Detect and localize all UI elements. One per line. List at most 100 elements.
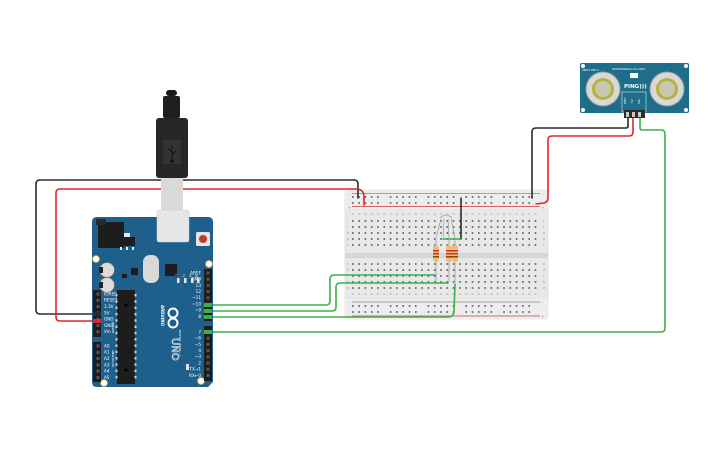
rail-hole[interactable] [433, 305, 436, 307]
header-pin[interactable] [206, 277, 210, 281]
terminal-hole[interactable] [452, 263, 455, 265]
rail-hole[interactable] [465, 305, 467, 307]
terminal-hole[interactable] [358, 263, 360, 265]
terminal-hole[interactable] [515, 244, 518, 246]
rail-hole[interactable] [503, 305, 505, 307]
rail-hole[interactable] [352, 311, 354, 313]
terminal-hole[interactable] [509, 269, 512, 271]
terminal-hole[interactable] [352, 281, 354, 283]
terminal-hole[interactable] [509, 232, 512, 234]
terminal-hole[interactable] [433, 281, 436, 283]
terminal-hole[interactable] [352, 226, 354, 228]
terminal-hole[interactable] [528, 238, 530, 240]
terminal-hole[interactable] [534, 226, 537, 228]
rail-hole[interactable] [522, 311, 524, 313]
terminal-hole[interactable] [503, 281, 505, 283]
terminal-hole[interactable] [370, 226, 373, 228]
header-pin[interactable] [96, 344, 100, 348]
terminal-hole[interactable] [402, 232, 404, 234]
ping-pin-5v[interactable] [632, 112, 635, 117]
terminal-hole[interactable] [383, 287, 386, 289]
terminal-hole[interactable] [446, 232, 449, 234]
terminal-hole[interactable] [402, 281, 404, 283]
terminal-hole[interactable] [421, 281, 423, 283]
terminal-hole[interactable] [490, 226, 493, 228]
terminal-hole[interactable] [415, 263, 417, 265]
terminal-hole[interactable] [421, 244, 423, 246]
terminal-hole[interactable] [478, 226, 480, 228]
rail-hole[interactable] [377, 311, 379, 313]
terminal-hole[interactable] [383, 220, 386, 222]
rail-hole[interactable] [509, 196, 512, 198]
rail-hole[interactable] [396, 305, 398, 307]
rail-hole[interactable] [415, 305, 417, 307]
rail-hole[interactable] [433, 202, 436, 204]
rail-hole[interactable] [396, 202, 398, 204]
rail-hole[interactable] [484, 202, 486, 204]
terminal-hole[interactable] [490, 287, 493, 289]
terminal-hole[interactable] [377, 238, 379, 240]
terminal-hole[interactable] [515, 269, 518, 271]
terminal-hole[interactable] [370, 287, 373, 289]
terminal-hole[interactable] [364, 275, 367, 277]
rail-hole[interactable] [471, 202, 474, 204]
terminal-hole[interactable] [528, 269, 530, 271]
header-pin[interactable] [206, 336, 210, 340]
terminal-hole[interactable] [352, 275, 354, 277]
terminal-hole[interactable] [364, 281, 367, 283]
terminal-hole[interactable] [528, 232, 530, 234]
rail-hole[interactable] [509, 202, 512, 204]
terminal-hole[interactable] [440, 263, 442, 265]
rail-hole[interactable] [471, 196, 474, 198]
rgb-led[interactable] [435, 214, 456, 239]
terminal-hole[interactable] [452, 269, 455, 271]
rail-hole[interactable] [427, 196, 430, 198]
terminal-hole[interactable] [396, 232, 398, 234]
wire-led-red[interactable] [207, 274, 436, 306]
rail-hole[interactable] [402, 202, 404, 204]
terminal-hole[interactable] [440, 238, 442, 240]
rail-hole[interactable] [415, 202, 417, 204]
terminal-hole[interactable] [352, 263, 354, 265]
terminal-hole[interactable] [370, 281, 373, 283]
header-pin[interactable] [206, 271, 210, 275]
terminal-hole[interactable] [440, 269, 442, 271]
terminal-hole[interactable] [503, 287, 505, 289]
header-pin[interactable] [96, 357, 100, 361]
terminal-hole[interactable] [465, 263, 467, 265]
wire-gnd-arduino-to-rail[interactable] [35, 179, 359, 315]
terminal-hole[interactable] [509, 244, 512, 246]
terminal-hole[interactable] [389, 232, 392, 234]
terminal-hole[interactable] [433, 226, 436, 228]
terminal-hole[interactable] [408, 232, 411, 234]
terminal-hole[interactable] [358, 287, 360, 289]
terminal-hole[interactable] [383, 263, 386, 265]
terminal-hole[interactable] [471, 220, 474, 222]
terminal-hole[interactable] [370, 244, 373, 246]
terminal-hole[interactable] [389, 263, 392, 265]
terminal-hole[interactable] [415, 232, 417, 234]
terminal-hole[interactable] [515, 238, 518, 240]
terminal-hole[interactable] [478, 269, 480, 271]
rail-hole[interactable] [465, 202, 467, 204]
terminal-hole[interactable] [471, 263, 474, 265]
terminal-hole[interactable] [484, 232, 486, 234]
terminal-hole[interactable] [496, 269, 499, 271]
terminal-hole[interactable] [522, 281, 524, 283]
rail-hole[interactable] [389, 311, 392, 313]
terminal-hole[interactable] [427, 287, 430, 289]
terminal-hole[interactable] [377, 244, 379, 246]
terminal-hole[interactable] [358, 220, 360, 222]
rail-hole[interactable] [402, 196, 404, 198]
terminal-hole[interactable] [446, 269, 449, 271]
terminal-hole[interactable] [440, 281, 442, 283]
ping-pin-sig[interactable] [638, 112, 641, 117]
resistor[interactable] [452, 239, 458, 282]
rail-hole[interactable] [364, 311, 367, 313]
terminal-hole[interactable] [377, 232, 379, 234]
rail-hole[interactable] [389, 196, 392, 198]
terminal-hole[interactable] [503, 269, 505, 271]
terminal-hole[interactable] [465, 238, 467, 240]
rail-hole[interactable] [522, 305, 524, 307]
rail-hole[interactable] [509, 305, 512, 307]
